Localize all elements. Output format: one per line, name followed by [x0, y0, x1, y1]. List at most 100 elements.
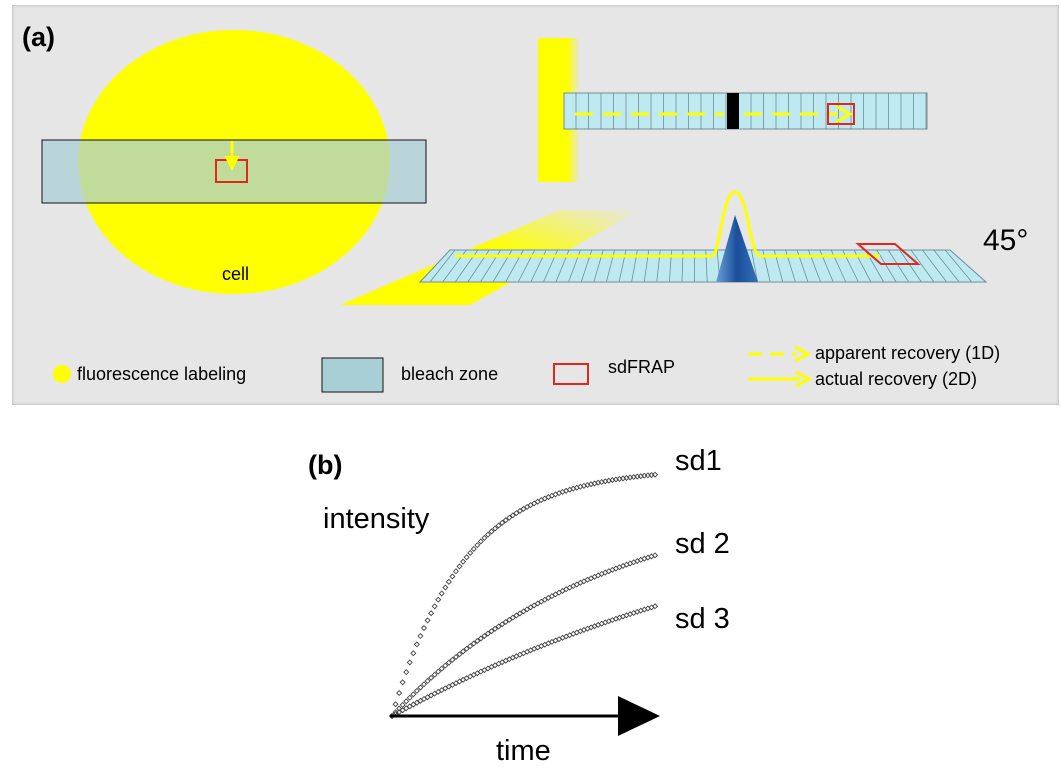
data-point-2 — [477, 635, 484, 642]
data-point-1 — [456, 563, 463, 570]
data-point-1 — [477, 538, 484, 545]
legend-bleach-label: bleach zone — [401, 364, 499, 384]
data-point-2 — [403, 698, 410, 705]
legend-fluorescence-label: fluorescence labeling — [77, 364, 247, 384]
data-point-2 — [445, 659, 452, 666]
data-point-1 — [399, 679, 406, 686]
data-point-1 — [502, 517, 509, 524]
legend-fluorescence-icon — [53, 365, 71, 383]
angle-label: 45° — [983, 224, 1029, 257]
tilt-divider — [944, 249, 973, 283]
panel-b-label: (b) — [308, 450, 343, 480]
data-point-1 — [499, 519, 506, 526]
data-point-2 — [399, 701, 406, 708]
data-point-2 — [484, 630, 491, 637]
data-point-2 — [420, 681, 428, 688]
data-point-1 — [463, 554, 470, 561]
bleach-zone-rect — [41, 139, 427, 204]
legend-sdfrap-label: sdFRAP — [608, 357, 676, 377]
data-point-1 — [460, 558, 467, 565]
x-axis-label: time — [496, 735, 551, 767]
data-point-3 — [399, 707, 406, 714]
data-point-2 — [651, 552, 659, 559]
data-point-1 — [516, 507, 523, 515]
data-point-2 — [527, 604, 534, 611]
data-point-2 — [513, 612, 520, 619]
data-point-1 — [428, 610, 435, 617]
data-point-2 — [452, 653, 460, 661]
data-point-1 — [470, 545, 477, 552]
data-point-1 — [651, 471, 659, 478]
actual-recovery-profile — [455, 190, 880, 258]
data-point-2 — [492, 625, 499, 632]
panel-a-label: (a) — [22, 22, 55, 52]
data-point-1 — [467, 549, 474, 557]
data-point-1 — [492, 525, 499, 532]
data-point-2 — [520, 608, 527, 615]
legend-sdfrap-swatch — [553, 363, 589, 385]
data-point-2 — [442, 662, 449, 669]
data-point-1 — [520, 505, 527, 512]
data-point-3 — [651, 603, 659, 610]
tilt-divider — [887, 249, 910, 283]
data-point-2 — [534, 600, 541, 607]
bleach-strip-1d — [563, 92, 928, 130]
cell-label: cell — [222, 264, 250, 284]
data-point-1 — [449, 573, 456, 580]
data-point-2 — [474, 637, 481, 645]
data-point-2 — [509, 614, 516, 621]
sdfrap-box-45deg — [855, 243, 921, 265]
data-point-2 — [406, 694, 413, 701]
tilt-divider — [910, 249, 935, 283]
tilt-divider — [751, 249, 758, 283]
data-point-1 — [406, 659, 413, 666]
data-point-2 — [428, 674, 435, 681]
data-point-1 — [495, 522, 502, 529]
data-point-2 — [502, 618, 509, 626]
legend-actual-arrowhead — [795, 370, 813, 388]
data-point-2 — [481, 632, 488, 640]
tilt-divider — [933, 249, 960, 283]
bleach-strip-1d-dividers — [575, 93, 927, 129]
data-point-1 — [442, 584, 449, 591]
apparent-recovery-arrowhead-1d — [835, 104, 854, 124]
data-point-2 — [449, 656, 456, 663]
data-point-2 — [470, 640, 477, 647]
data-point-2 — [516, 610, 523, 617]
series-label-sd1: sd1 — [675, 445, 722, 477]
data-point-1 — [438, 590, 445, 597]
data-point-1 — [481, 534, 488, 541]
data-point-2 — [435, 668, 442, 675]
recovery-curves — [388, 471, 659, 720]
data-point-1 — [424, 617, 431, 624]
data-point-2 — [495, 623, 502, 630]
data-point-2 — [467, 643, 474, 650]
data-point-1 — [431, 603, 438, 610]
data-point-2 — [424, 677, 431, 685]
bleach-strip-45deg — [418, 249, 988, 283]
data-point-2 — [431, 671, 438, 678]
bleach-peak — [716, 215, 758, 282]
data-point-2 — [438, 665, 445, 672]
data-point-1 — [484, 531, 491, 538]
data-point-2 — [531, 602, 538, 609]
data-point-2 — [456, 651, 463, 658]
sdfrap-box-1d — [827, 103, 855, 125]
data-point-1 — [420, 625, 428, 632]
legend-apparent-arrowhead — [794, 345, 812, 363]
data-point-1 — [403, 669, 410, 676]
tilt-divider — [922, 249, 947, 283]
time-axis-arrowhead — [618, 696, 660, 736]
data-point-2 — [413, 687, 420, 694]
legend-actual-label: actual recovery (2D) — [815, 369, 978, 389]
data-point-1 — [474, 542, 481, 549]
series-label-sd3: sd 3 — [675, 603, 730, 635]
tilt-divider — [429, 249, 456, 283]
legend-bleach-swatch — [321, 357, 384, 393]
data-point-3 — [403, 705, 410, 712]
series-label-sd2: sd 2 — [675, 528, 730, 560]
data-point-2 — [463, 645, 470, 652]
tilt-divider — [899, 249, 922, 283]
data-point-1 — [445, 578, 452, 585]
